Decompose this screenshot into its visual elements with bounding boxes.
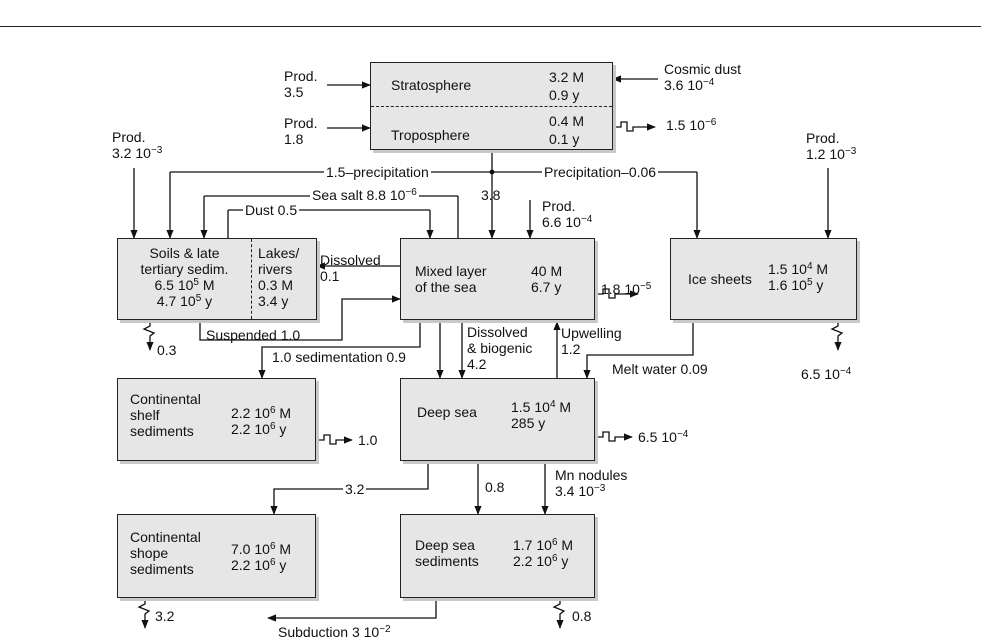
suspended-label: Suspended 1.0	[206, 327, 301, 343]
slope-mass: 7.0 106 M	[231, 541, 292, 557]
trop-loss-label: 1.5 10−6	[666, 117, 717, 133]
slope-name3: sediments	[130, 561, 194, 577]
deep-loss-label: 6.5 10−4	[638, 429, 689, 445]
slope-name2: shope	[130, 545, 169, 561]
shelf-label: Continental shelf sediments	[130, 391, 201, 439]
deepsed-name2: sediments	[415, 553, 479, 569]
prod-soils-label: Prod.3.2 10−3	[112, 129, 163, 161]
ice-time: 1.6 105 y	[768, 277, 824, 293]
mixed-mass: 40 M	[531, 263, 563, 279]
atmosphere-box: Stratosphere 3.2 M 0.9 y Troposphere 0.4…	[370, 62, 613, 150]
stratosphere-label: Stratosphere	[391, 77, 472, 93]
deepsed-label: Deep sea sediments	[415, 537, 479, 569]
mixed-layer-box: Mixed layer of the sea 40 M 6.7 y	[400, 238, 595, 320]
ice-sheets-box: Ice sheets 1.5 104 M 1.6 105 y	[670, 238, 857, 320]
mixed-time: 6.7 y	[531, 279, 562, 295]
deepsed-mass: 1.7 106 M	[513, 537, 574, 553]
prod-ice-label: Prod.1.2 10−3	[806, 130, 857, 162]
mixed-values: 40 M 6.7 y	[531, 263, 562, 295]
shelf-box: Continental shelf sediments 2.2 106 M 2.…	[117, 378, 316, 461]
stratosphere-mass: 3.2 M	[549, 69, 585, 85]
precip-sea-label: 3.8	[481, 187, 501, 203]
shelf-time: 2.2 106 y	[231, 421, 287, 437]
troposphere-label: Troposphere	[391, 127, 470, 143]
deep-values: 1.5 104 M 285 y	[511, 399, 571, 431]
lakes-name2: rivers	[258, 261, 293, 277]
deep-sediments-box: Deep sea sediments 1.7 106 M 2.2 106 y	[400, 514, 595, 598]
strat-trop-divider	[371, 106, 612, 107]
deepsed-values: 1.7 106 M 2.2 106 y	[513, 537, 573, 569]
soils-loss-label: 0.3	[157, 342, 177, 358]
shelf-name3: sediments	[130, 423, 194, 439]
slope-loss-label: 3.2	[155, 608, 175, 624]
soils-lakes-divider	[251, 239, 252, 319]
ice-label: Ice sheets	[688, 271, 752, 287]
to-slope-label: 3.2	[343, 481, 367, 497]
deep-mass: 1.5 104 M	[511, 399, 572, 415]
deepsed-name1: Deep sea	[415, 537, 475, 553]
mixed-name2: of the sea	[415, 279, 477, 295]
ice-values: 1.5 104 M 1.6 105 y	[768, 261, 828, 293]
shelf-name2: shelf	[130, 407, 160, 423]
lakes-text: Lakes/ rivers 0.3 M 3.4 y	[258, 245, 299, 309]
lakes-mass: 0.3 M	[258, 277, 294, 293]
soils-name1: Soils & late	[149, 245, 220, 261]
deep-label: Deep sea	[417, 404, 477, 420]
melt-water-label: Melt water 0.09	[612, 361, 708, 377]
dust-label: Dust 0.5	[243, 202, 300, 218]
slope-label: Continental shope sediments	[130, 529, 201, 577]
deep-time: 285 y	[511, 415, 546, 431]
prod-strat-label: Prod.3.5	[284, 68, 318, 100]
troposphere-time: 0.1 y	[549, 131, 580, 147]
shelf-values: 2.2 106 M 2.2 106 y	[231, 405, 291, 437]
deepsed-time: 2.2 106 y	[513, 553, 569, 569]
soils-lakes-box: Soils & late tertiary sedim. 6.5 105 M 4…	[117, 238, 317, 320]
ice-loss-label: 6.5 10−4	[801, 366, 852, 382]
precip-ice-label: Precipitation–0.06	[542, 164, 659, 180]
slope-name1: Continental	[130, 529, 201, 545]
deep-sea-box: Deep sea 1.5 104 M 285 y	[400, 378, 595, 461]
stratosphere-time: 0.9 y	[549, 87, 580, 103]
shelf-loss-label: 1.0	[358, 432, 378, 448]
soils-name2: tertiary sedim.	[140, 261, 229, 277]
soils-text: Soils & late tertiary sedim. 6.5 105 M 4…	[118, 245, 251, 309]
mixed-label: Mixed layer of the sea	[415, 263, 487, 295]
subduction-label: Subduction 3 10−2	[278, 624, 391, 640]
prod-mixed-label: Prod.6.6 10−4	[542, 198, 593, 230]
lakes-name1: Lakes/	[258, 245, 300, 261]
slope-time: 2.2 106 y	[231, 557, 287, 573]
top-rule	[0, 26, 981, 27]
soils-time: 4.7 105 y	[156, 293, 213, 309]
precip-land-label: 1.5–precipitation	[324, 164, 431, 180]
deepsed-loss-label: 0.8	[572, 608, 592, 624]
troposphere-mass: 0.4 M	[549, 113, 585, 129]
prod-trop-label: Prod.1.8	[284, 115, 318, 147]
sedimentation-label: 1.0 sedimentation 0.9	[272, 349, 406, 365]
shelf-mass: 2.2 106 M	[231, 405, 292, 421]
shelf-name1: Continental	[130, 391, 201, 407]
mixed-name1: Mixed layer	[415, 263, 487, 279]
slope-values: 7.0 106 M 2.2 106 y	[231, 541, 291, 573]
sea-salt-label: Sea salt 8.8 10−6	[310, 187, 419, 203]
soils-mass: 6.5 105 M	[154, 277, 215, 293]
ice-mass: 1.5 104 M	[768, 261, 829, 277]
to-deepsed-label: 0.8	[485, 479, 505, 495]
mixed-loss-label: 1.8 10−5	[601, 281, 652, 297]
slope-box: Continental shope sediments 7.0 106 M 2.…	[117, 514, 316, 598]
lakes-time: 3.4 y	[258, 293, 289, 309]
